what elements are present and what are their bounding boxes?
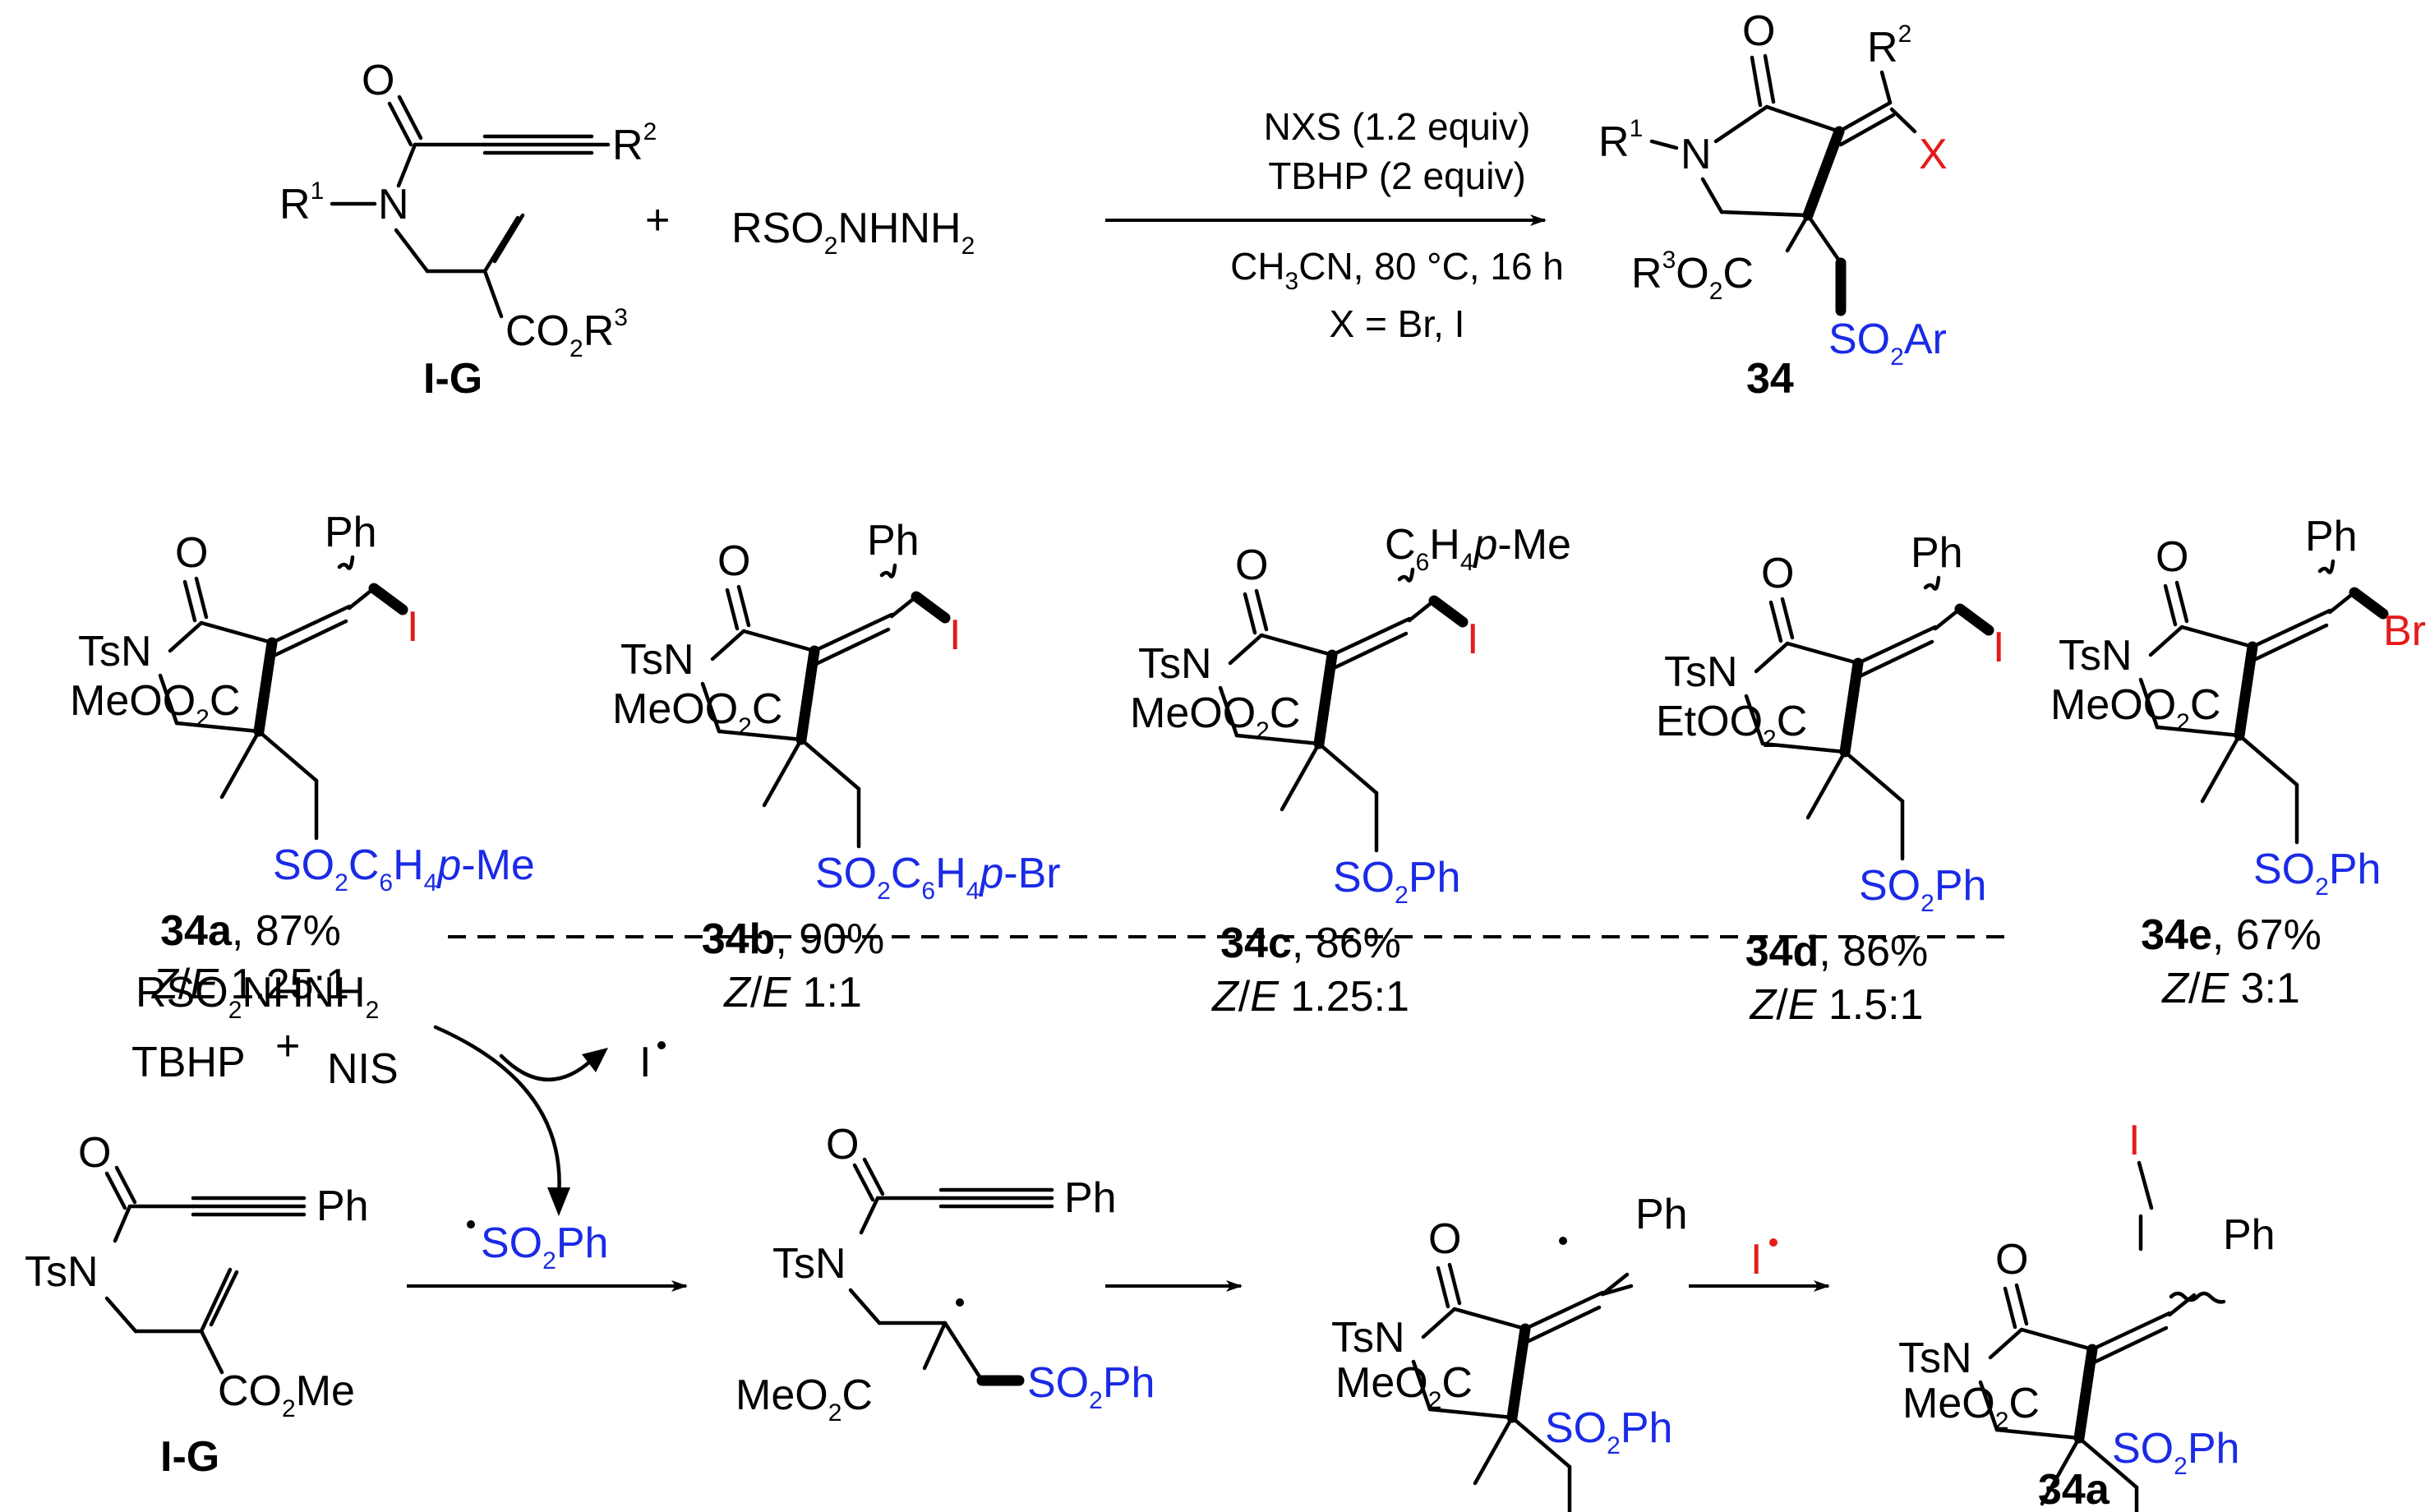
- ester: MeOO2C: [1130, 689, 1300, 744]
- mech-intermediate1: O Ph TsN MeO2C SO2Ph: [735, 1121, 1155, 1427]
- mech-tbhp: TBHP: [131, 1039, 246, 1086]
- ester: MeOO2C: [2050, 681, 2220, 736]
- substrate-label: I-G: [160, 1433, 219, 1481]
- sulfonyl-radical: SO2Ph: [481, 1219, 608, 1275]
- sulfonyl-group: SO2Ph: [1333, 854, 1460, 909]
- ze-ratio: Z/E 3:1: [2160, 965, 2300, 1012]
- scope-compound-34d: PhI EtOO2C SO2Ph 34d, 86% Z/E 1.5:1: [1656, 529, 2004, 1029]
- ester: MeO2C: [1902, 1380, 2040, 1435]
- halogen-x: X: [1919, 131, 1948, 178]
- halogen: I: [1467, 615, 1478, 663]
- halogen: I: [407, 603, 418, 651]
- phenyl: Ph: [1635, 1191, 1688, 1238]
- wavy-bond: [879, 563, 897, 579]
- sulfonyl-group: SO2Ph: [1027, 1359, 1155, 1414]
- r1-atom: R1: [1598, 115, 1643, 166]
- phenyl: Ph: [316, 1182, 369, 1230]
- mech-nis: NIS: [327, 1045, 399, 1093]
- reactant-label: I-G: [423, 355, 482, 403]
- condition-halogen: X = Br, I: [1330, 302, 1465, 345]
- ester: MeOO2C: [70, 677, 240, 732]
- compound-yield: 34a, 87%: [160, 907, 341, 955]
- compound-yield: 34d, 86%: [1745, 928, 1929, 975]
- r2-atom: R2: [612, 118, 657, 169]
- sulfonyl-group: SO2C6H4p-Me: [273, 841, 535, 897]
- curved-arrow-main: [433, 1025, 561, 1198]
- ester: MeO2C: [1335, 1359, 1473, 1414]
- halogen: I: [1993, 624, 2004, 671]
- sulfonyl-group: SO2Ph: [2112, 1425, 2239, 1480]
- reactant-ig: O R2 R1 N CO2R3 I-G: [279, 57, 657, 403]
- wavy-bond: [2169, 1291, 2226, 1304]
- ester: CO2Me: [218, 1367, 355, 1422]
- mech-hydrazide: RSO2NHNH2: [136, 969, 379, 1024]
- compound-yield: 34e, 67%: [2141, 911, 2322, 959]
- halogen: Br: [2383, 607, 2426, 655]
- vinyl-substituent: Ph: [1911, 529, 1963, 577]
- condition-nxs: NXS (1.2 equiv): [1264, 105, 1531, 148]
- scope-compound-34b: PhI MeOO2C SO2C6H4p-Br 34b, 90% Z/E 1:1: [612, 517, 1061, 1016]
- scope-compound-34c: C6H4p-MeI MeOO2C SO2Ph 34c, 86% Z/E 1.25:1: [1130, 521, 1571, 1021]
- amine-nitrogen: N: [378, 181, 409, 228]
- phenyl: Ph: [1064, 1174, 1117, 1222]
- wavy-bond: [2317, 559, 2335, 574]
- compound-yield: 34c, 86%: [1220, 920, 1401, 967]
- sulfonyl-group: SO2Ph: [2253, 846, 2381, 901]
- amide-oxygen: O: [362, 57, 394, 104]
- ze-ratio: Z/E 1.25:1: [150, 961, 349, 1008]
- ze-ratio: Z/E 1:1: [722, 969, 862, 1016]
- amide-oxygen: O: [78, 1129, 111, 1177]
- iodine: I: [2128, 1117, 2140, 1164]
- ester-co2r3: CO2R3: [505, 304, 628, 362]
- tsn-label: TsN: [772, 1240, 846, 1288]
- mech-product-34a: I Ph MeO2C SO2Ph 34a: [1898, 1117, 2276, 1512]
- ester: EtOO2C: [1656, 698, 1807, 753]
- iodine-radical: I: [639, 1039, 651, 1086]
- vinyl-substituent: Ph: [867, 517, 920, 565]
- ze-ratio: Z/E 1.5:1: [1748, 981, 1923, 1029]
- mechanism-reagents: RSO2NHNH2 TBHP + NIS I: [131, 969, 666, 1216]
- mech-substrate: O Ph TsN CO2Me I-G: [25, 1129, 369, 1481]
- reaction-conditions: NXS (1.2 equiv) TBHP (2 equiv) CH3CN, 80…: [1105, 105, 1564, 345]
- iodine-radical-reagent: I: [1750, 1236, 1762, 1284]
- r1-atom: R1: [279, 177, 324, 228]
- wavy-bond: [337, 555, 355, 570]
- carbonyl-oxygen: O: [1742, 7, 1775, 55]
- curved-arrow-branch: [499, 1053, 594, 1081]
- vinyl-substituent: C6H4p-Me: [1385, 521, 1571, 576]
- compound-yield: 34b, 90%: [702, 915, 885, 963]
- tsn-label: TsN: [25, 1248, 99, 1296]
- sulfonyl-group: SO2Ar: [1828, 316, 1947, 371]
- product-34: R1 N O R2 X R3O2C SO2Ar 34: [1598, 7, 1948, 403]
- ester-r3o2c: R3O2C: [1631, 247, 1754, 305]
- lactam-nitrogen: N: [1681, 131, 1712, 178]
- scope-compound-34a: PhI MeOO2C SO2C6H4p-Me 34a, 87% Z/E 1.25:1: [70, 509, 535, 1008]
- condition-tbhp: TBHP (2 equiv): [1268, 154, 1526, 197]
- condition-solvent: CH3CN, 80 °C, 16 h: [1230, 245, 1564, 295]
- sulfonyl-group: SO2C6H4p-Br: [815, 850, 1061, 905]
- ester: MeOO2C: [612, 685, 782, 740]
- wavy-bond: [1923, 575, 1941, 591]
- vinyl-substituent: Ph: [325, 509, 377, 556]
- phenyl: Ph: [2223, 1211, 2276, 1259]
- halogen: I: [949, 611, 961, 659]
- product-label: 34a: [2038, 1466, 2110, 1512]
- plus-sign: +: [645, 196, 670, 244]
- sulfonyl-group: SO2Ph: [1859, 862, 1986, 917]
- sulfonyl-group: SO2Ph: [1545, 1404, 1672, 1459]
- mech-intermediate2: Ph MeO2C SO2Ph: [1331, 1191, 1688, 1512]
- mech-plus: +: [275, 1022, 300, 1070]
- product-label: 34: [1746, 355, 1794, 403]
- ester: MeO2C: [735, 1371, 873, 1427]
- vinyl-substituent: Ph: [2305, 513, 2358, 560]
- ze-ratio: Z/E 1.25:1: [1210, 973, 1409, 1021]
- sulfonyl-hydrazide: RSO2NHNH2: [731, 205, 975, 260]
- wavy-bond: [1397, 567, 1415, 583]
- amide-oxygen: O: [826, 1121, 859, 1169]
- r2-atom: R2: [1867, 21, 1911, 71]
